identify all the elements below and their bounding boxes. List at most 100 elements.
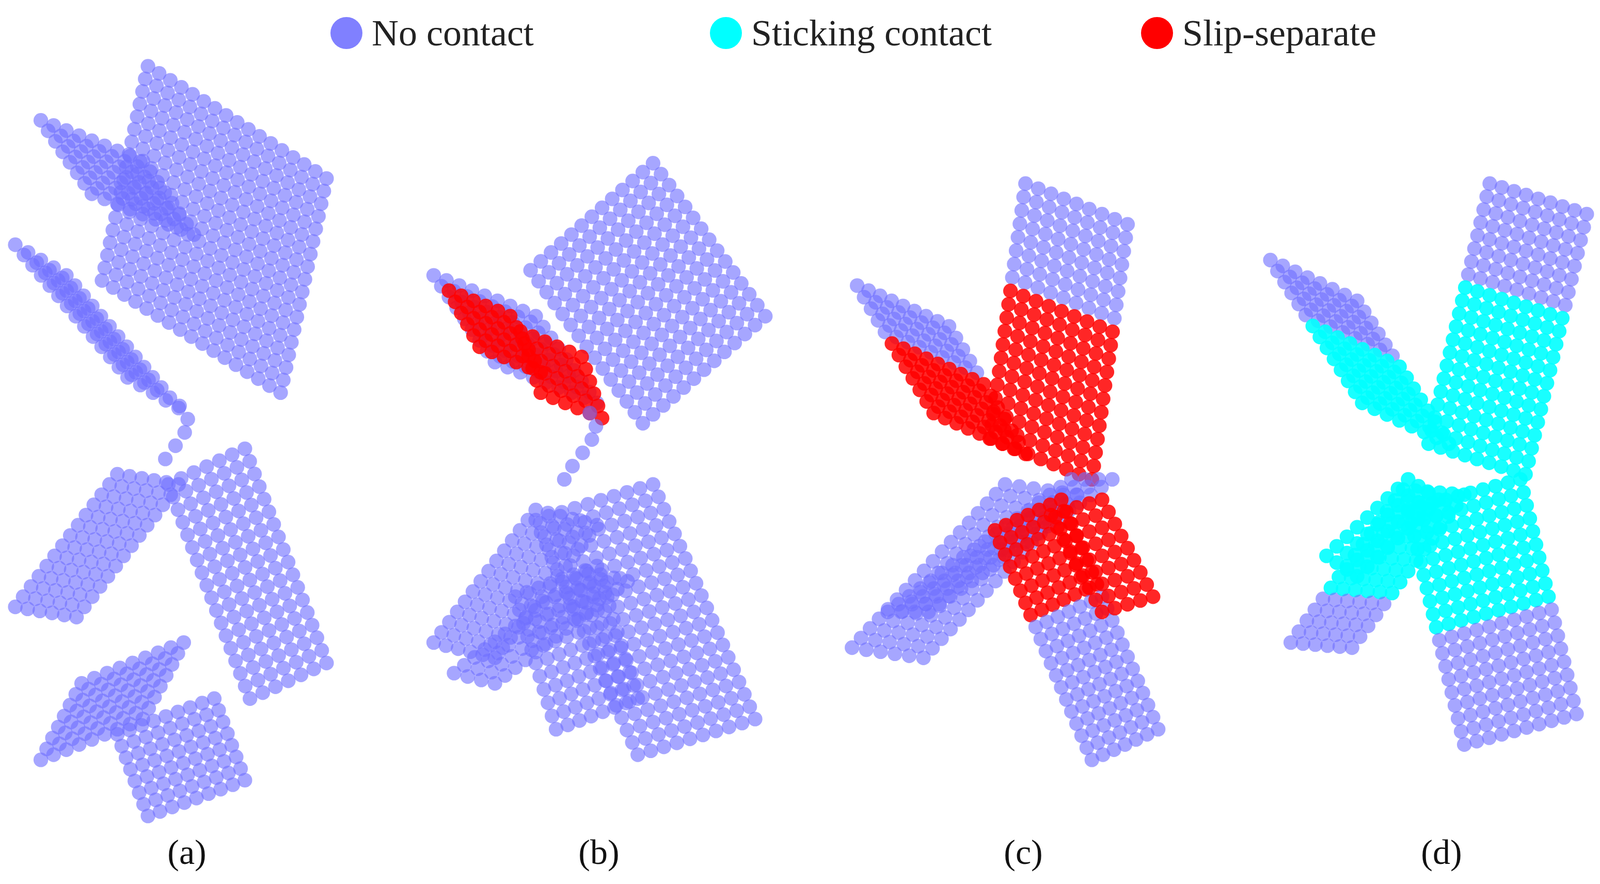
particle — [219, 553, 235, 568]
particle — [263, 667, 278, 682]
particle — [1050, 430, 1065, 445]
particle — [643, 743, 658, 759]
particle — [1016, 189, 1031, 205]
particle — [1025, 222, 1040, 237]
particle — [188, 509, 203, 524]
particle — [995, 337, 1010, 353]
particle — [199, 459, 214, 474]
particle — [1001, 297, 1016, 312]
particle — [247, 585, 262, 600]
particle — [1033, 451, 1049, 467]
particle — [267, 679, 283, 695]
particle — [1083, 287, 1099, 303]
particle — [1031, 181, 1046, 196]
particle — [254, 641, 269, 657]
particle — [180, 527, 195, 543]
particle — [1087, 260, 1102, 276]
particle — [721, 720, 737, 735]
particle — [255, 566, 270, 582]
particle — [285, 567, 300, 583]
particle — [189, 552, 205, 568]
particle — [215, 541, 230, 556]
particle — [1073, 354, 1089, 370]
particle — [251, 479, 267, 495]
particle — [250, 673, 265, 688]
particle — [276, 661, 291, 676]
particle — [175, 515, 190, 530]
particle — [1057, 277, 1073, 292]
particle — [1088, 445, 1103, 461]
particle — [1077, 426, 1092, 442]
particle — [223, 522, 239, 537]
particle — [210, 528, 226, 544]
particle — [1051, 416, 1067, 432]
particle — [274, 617, 290, 632]
particle — [84, 186, 100, 201]
particle — [1035, 438, 1050, 453]
particle — [557, 472, 572, 487]
particle — [1120, 217, 1135, 232]
particle — [173, 222, 189, 237]
particle — [221, 478, 236, 494]
particle — [199, 578, 214, 593]
particle — [669, 735, 685, 751]
particle — [258, 654, 274, 670]
particle — [294, 284, 310, 299]
particle — [1043, 186, 1059, 201]
particle — [1059, 362, 1074, 378]
particle — [626, 678, 641, 693]
particle — [109, 196, 125, 212]
particle — [303, 246, 318, 262]
particle — [1079, 314, 1095, 329]
particle — [1016, 289, 1031, 304]
particle — [163, 640, 179, 656]
particle — [656, 739, 672, 755]
particle — [193, 521, 208, 537]
particle — [271, 648, 287, 663]
particle — [1032, 366, 1047, 381]
particle — [588, 419, 604, 434]
particle — [258, 535, 274, 551]
particle — [1070, 282, 1086, 297]
particle — [1067, 210, 1082, 225]
particle — [289, 655, 304, 670]
particle — [280, 673, 296, 689]
particle — [1076, 242, 1091, 257]
particle — [161, 217, 176, 232]
particle — [281, 347, 296, 363]
particle — [1065, 223, 1081, 239]
particle — [165, 489, 181, 505]
particle — [277, 586, 293, 601]
particle — [1101, 252, 1117, 267]
particle — [1083, 386, 1098, 402]
particle — [1050, 330, 1066, 346]
particle — [244, 616, 259, 632]
particle — [213, 615, 229, 631]
particle — [1072, 368, 1087, 383]
particle — [1039, 411, 1054, 426]
particle — [1057, 376, 1072, 391]
particle — [1044, 272, 1060, 287]
particle — [223, 641, 239, 656]
particle — [565, 512, 580, 527]
particle — [993, 351, 1009, 366]
particle — [1066, 408, 1082, 423]
particle — [266, 636, 281, 651]
particle — [552, 509, 568, 524]
particle — [1050, 231, 1066, 247]
particle — [170, 502, 186, 517]
particle — [1091, 418, 1107, 434]
particle — [1014, 302, 1029, 318]
particle — [1019, 262, 1035, 277]
particle — [282, 598, 297, 614]
particle — [256, 492, 272, 507]
particle — [1065, 322, 1080, 338]
particle — [1002, 383, 1018, 398]
particle — [1072, 268, 1087, 284]
particle — [610, 625, 625, 640]
particle — [1039, 213, 1055, 228]
particle — [279, 629, 294, 645]
particle — [309, 630, 325, 646]
particle — [306, 661, 322, 677]
particle — [1086, 359, 1102, 375]
